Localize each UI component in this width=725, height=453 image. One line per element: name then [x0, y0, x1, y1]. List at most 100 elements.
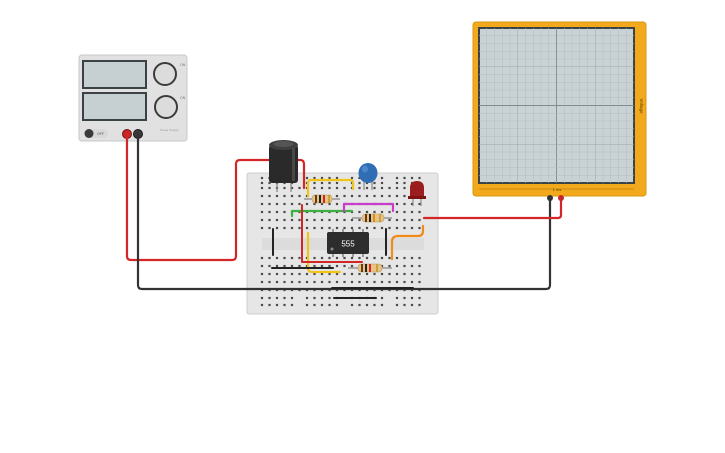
breadboard-rail-hole[interactable] — [283, 296, 286, 300]
breadboard-hole[interactable] — [403, 264, 406, 268]
breadboard-rail-hole[interactable] — [418, 176, 421, 180]
breadboard-hole[interactable] — [268, 218, 271, 222]
breadboard-hole[interactable] — [320, 264, 324, 268]
breadboard-rail-hole[interactable] — [410, 296, 414, 300]
breadboard-hole[interactable] — [410, 210, 414, 214]
oscilloscope-probe-terminal[interactable] — [558, 195, 564, 201]
breadboard-rail-hole[interactable] — [305, 176, 309, 180]
breadboard-hole[interactable] — [388, 218, 391, 222]
breadboard-rail-hole[interactable] — [268, 181, 271, 185]
breadboard-rail-hole[interactable] — [320, 303, 324, 307]
breadboard-hole[interactable] — [283, 264, 286, 268]
breadboard-hole[interactable] — [328, 264, 331, 268]
breadboard-hole[interactable] — [275, 218, 279, 222]
breadboard-hole[interactable] — [328, 280, 331, 284]
breadboard-hole[interactable] — [395, 186, 399, 190]
breadboard-hole[interactable] — [260, 272, 264, 276]
breadboard-hole[interactable] — [290, 218, 294, 222]
breadboard-hole[interactable] — [305, 280, 309, 284]
breadboard-hole[interactable] — [290, 264, 294, 268]
breadboard-hole[interactable] — [260, 194, 264, 198]
breadboard-hole[interactable] — [380, 194, 384, 198]
breadboard-hole[interactable] — [365, 256, 369, 260]
breadboard-hole[interactable] — [260, 264, 264, 268]
breadboard-hole[interactable] — [418, 210, 421, 214]
breadboard-hole[interactable] — [403, 218, 406, 222]
breadboard-hole[interactable] — [418, 272, 421, 276]
breadboard-hole[interactable] — [388, 280, 391, 284]
breadboard-hole[interactable] — [275, 280, 279, 284]
breadboard-rail-hole[interactable] — [305, 296, 309, 300]
wire-yellow-top[interactable] — [306, 178, 355, 198]
breadboard-hole[interactable] — [275, 256, 279, 260]
breadboard-hole[interactable] — [343, 272, 346, 276]
breadboard-hole[interactable] — [313, 202, 316, 206]
breadboard-hole[interactable] — [260, 210, 264, 214]
breadboard-hole[interactable] — [313, 256, 316, 260]
breadboard-hole[interactable] — [395, 264, 399, 268]
breadboard-rail-hole[interactable] — [275, 303, 279, 307]
breadboard-hole[interactable] — [305, 202, 309, 206]
breadboard-hole[interactable] — [410, 264, 414, 268]
breadboard-hole[interactable] — [313, 226, 316, 230]
wires[interactable] — [125, 132, 563, 299]
breadboard-hole[interactable] — [403, 202, 406, 206]
breadboard-rail-hole[interactable] — [373, 181, 376, 185]
breadboard-hole[interactable] — [268, 256, 271, 260]
breadboard-rail-hole[interactable] — [410, 303, 414, 307]
power-supply[interactable]: ON ON OFF Power Supply — [78, 54, 188, 142]
breadboard-rail-hole[interactable] — [320, 181, 324, 185]
breadboard-hole[interactable] — [365, 272, 369, 276]
breadboard-rail-hole[interactable] — [395, 303, 399, 307]
breadboard-hole[interactable] — [290, 202, 294, 206]
breadboard-hole[interactable] — [365, 226, 369, 230]
breadboard-hole[interactable] — [358, 280, 361, 284]
breadboard-hole[interactable] — [343, 218, 346, 222]
breadboard-hole[interactable] — [373, 280, 376, 284]
breadboard-hole[interactable] — [388, 264, 391, 268]
breadboard-hole[interactable] — [395, 202, 399, 206]
breadboard-rail-hole[interactable] — [275, 296, 279, 300]
breadboard-hole[interactable] — [313, 272, 316, 276]
breadboard-hole[interactable] — [260, 226, 264, 230]
breadboard-hole[interactable] — [343, 186, 346, 190]
breadboard-rail-hole[interactable] — [335, 176, 339, 180]
breadboard-hole[interactable] — [283, 256, 286, 260]
breadboard-hole[interactable] — [418, 256, 421, 260]
breadboard-hole[interactable] — [350, 264, 354, 268]
power-switch-knob[interactable] — [84, 129, 94, 138]
breadboard-rail-hole[interactable] — [335, 181, 339, 185]
breadboard-hole[interactable] — [358, 210, 361, 214]
breadboard-hole[interactable] — [260, 256, 264, 260]
breadboard-hole[interactable] — [335, 264, 339, 268]
breadboard-hole[interactable] — [268, 194, 271, 198]
breadboard-hole[interactable] — [358, 256, 361, 260]
breadboard-rail-hole[interactable] — [358, 181, 361, 185]
breadboard-rail-hole[interactable] — [403, 303, 406, 307]
breadboard-hole[interactable] — [298, 202, 301, 206]
breadboard-hole[interactable] — [403, 280, 406, 284]
breadboard-rail-hole[interactable] — [395, 296, 399, 300]
breadboard-hole[interactable] — [418, 226, 421, 230]
ic-555-chip[interactable]: 555 — [327, 229, 369, 257]
breadboard-hole[interactable] — [388, 226, 391, 230]
breadboard-rail-hole[interactable] — [313, 176, 316, 180]
breadboard-rail-hole[interactable] — [260, 181, 264, 185]
breadboard-hole[interactable] — [403, 256, 406, 260]
breadboard-hole[interactable] — [410, 272, 414, 276]
breadboard-rail-hole[interactable] — [313, 181, 316, 185]
breadboard-hole[interactable] — [298, 226, 301, 230]
breadboard-rail-hole[interactable] — [313, 303, 316, 307]
breadboard-hole[interactable] — [350, 272, 354, 276]
breadboard-rail-hole[interactable] — [395, 181, 399, 185]
breadboard-hole[interactable] — [298, 194, 301, 198]
breadboard-hole[interactable] — [335, 272, 339, 276]
breadboard-hole[interactable] — [290, 226, 294, 230]
breadboard-hole[interactable] — [328, 226, 331, 230]
breadboard-hole[interactable] — [268, 210, 271, 214]
resistor-3[interactable] — [348, 263, 392, 273]
oscilloscope-ground-terminal[interactable] — [547, 195, 553, 201]
breadboard-hole[interactable] — [418, 280, 421, 284]
breadboard-hole[interactable] — [275, 194, 279, 198]
breadboard-rail-hole[interactable] — [305, 303, 309, 307]
